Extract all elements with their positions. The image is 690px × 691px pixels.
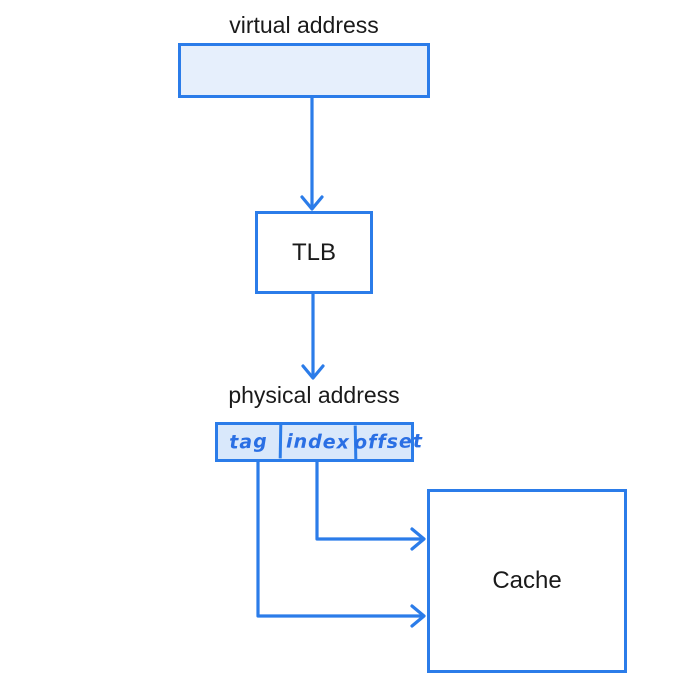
cache-box: Cache <box>427 489 627 673</box>
arrow-index-to-cache <box>315 459 425 541</box>
tlb-box: TLB <box>255 211 373 294</box>
arrowhead-va-to-tlb <box>300 195 324 211</box>
physical-address-label: physical address <box>228 382 400 408</box>
virtual-address-box <box>178 43 430 98</box>
arrowhead-tlb-to-pa <box>301 364 325 380</box>
pa-field-tag: tag <box>228 430 269 454</box>
physical-address-box: tag index offset <box>215 422 423 462</box>
pa-field-index: index <box>278 424 355 460</box>
pa-field-offset: offset <box>353 424 423 460</box>
arrowhead-tag-to-cache <box>410 604 426 628</box>
virtual-address-label: virtual address <box>229 12 379 38</box>
cache-label: Cache <box>492 567 562 594</box>
arrow-tag-to-cache <box>256 459 425 618</box>
tlb-label: TLB <box>291 238 336 266</box>
arrowhead-index-to-cache <box>410 527 426 551</box>
